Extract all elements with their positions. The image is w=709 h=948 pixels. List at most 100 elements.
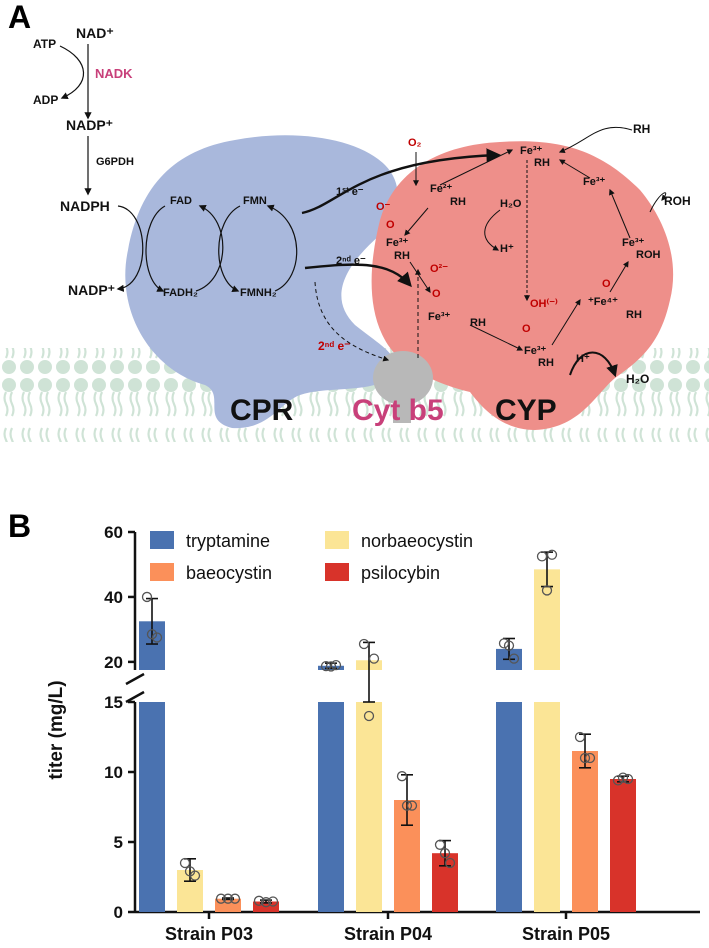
second-electron-arrow <box>304 263 412 288</box>
rh-mid: RH <box>470 317 486 329</box>
axis-break-mark-lower <box>125 690 145 704</box>
x-category-label: Strain P05 <box>522 924 610 944</box>
rh-bottom: RH <box>538 357 554 369</box>
data-point <box>325 661 337 672</box>
fmnh2-label: FMNH₂ <box>240 287 277 299</box>
h2o-out: H₂O <box>626 372 649 386</box>
fe3-top: Fe³⁺ <box>520 145 543 157</box>
rh-in: RH <box>633 122 650 136</box>
cytb5-stalk <box>393 395 411 423</box>
fe2-label: Fe²⁺ <box>430 183 453 195</box>
data-point <box>320 660 332 672</box>
g6pdh-label: G6PDH <box>96 156 134 168</box>
data-point <box>146 629 158 640</box>
y-tick-label: 0 <box>114 903 123 922</box>
rh-top: RH <box>534 157 550 169</box>
data-point <box>584 752 596 764</box>
data-point <box>439 848 451 859</box>
y-tick-label: 60 <box>104 523 123 542</box>
nadk-label: NADK <box>95 66 133 81</box>
legend-swatch <box>150 563 174 581</box>
data-point <box>444 857 456 869</box>
data-point <box>151 632 163 643</box>
data-point <box>396 771 408 782</box>
data-point <box>579 752 591 764</box>
h2o-in: H₂O <box>500 198 522 210</box>
y-tick-label: 10 <box>104 763 123 782</box>
h-plus-2: H⁺ <box>576 353 590 365</box>
o-minus-label: O⁻ <box>376 201 391 213</box>
fadh2-label: FADH₂ <box>163 287 198 299</box>
data-point <box>622 773 634 785</box>
fmn-label: FMN <box>243 195 267 207</box>
data-point <box>617 772 629 783</box>
o-ferryl-label: O <box>602 278 611 290</box>
data-point <box>574 731 586 743</box>
data-point <box>179 857 191 869</box>
data-point <box>215 893 227 904</box>
o-minus-o-label: O <box>386 219 395 231</box>
fe3-left: Fe³⁺ <box>386 237 409 249</box>
adp-label: ADP <box>33 93 58 107</box>
fmn-return <box>266 204 298 292</box>
fmn-loop <box>218 205 241 293</box>
roh-out: ROH <box>664 194 691 208</box>
nadp-plus-label: NADP⁺ <box>66 117 113 133</box>
y-axis-label: titer (mg/L) <box>46 680 67 779</box>
data-point <box>358 638 370 650</box>
cpr-shape <box>125 135 398 429</box>
legend-swatch <box>150 531 174 549</box>
data-point <box>434 839 446 850</box>
nad-plus-label: NAD⁺ <box>76 25 114 41</box>
nadph-loop <box>116 205 144 292</box>
data-point <box>229 893 241 904</box>
x-category-label: Strain P03 <box>165 924 253 944</box>
atp-label: ATP <box>33 37 56 51</box>
data-point <box>406 800 418 811</box>
legend-label: baeocystin <box>186 563 272 583</box>
data-point <box>508 653 520 664</box>
cycle-arrows <box>404 126 668 378</box>
data-point <box>541 585 553 596</box>
bar <box>496 702 522 912</box>
o-peroxo-label: O <box>432 288 441 300</box>
bar <box>215 898 241 912</box>
data-point <box>536 551 548 562</box>
h-plus-1: H⁺ <box>500 243 514 255</box>
y-tick-label: 15 <box>104 693 123 712</box>
data-point <box>503 640 515 651</box>
bar <box>534 702 560 912</box>
rh-fe2: RH <box>450 196 466 208</box>
bar <box>572 751 598 912</box>
legend-label: norbaeocystin <box>361 531 473 551</box>
cyp-shape <box>371 141 674 431</box>
bar <box>610 779 636 912</box>
first-electron-arrow <box>301 148 501 215</box>
fe3-right: Fe³⁺ <box>583 176 606 188</box>
panel-a-label: A <box>8 0 31 35</box>
second-electron-label: 2ⁿᵈ e⁻ <box>336 255 366 267</box>
data-point <box>363 710 375 722</box>
fad-loop <box>145 205 166 292</box>
first-electron-label: 1ˢᵗ e⁻ <box>336 186 364 198</box>
legend-label: psilocybin <box>361 563 440 583</box>
fe4-label: ⁺Fe⁴⁺ <box>588 296 618 308</box>
nadph-label: NADPH <box>60 198 110 214</box>
bar <box>318 702 344 912</box>
cytb5-electron-arrow <box>314 281 390 362</box>
data-point <box>184 866 196 877</box>
data-point <box>612 775 624 786</box>
rh-fe4: RH <box>626 309 642 321</box>
data-point <box>141 591 153 603</box>
atp-arrow <box>59 45 85 100</box>
second-electron-red-label: 2ⁿᵈ e⁻ <box>318 339 350 353</box>
cyp-label: CYP <box>495 394 557 427</box>
axis-break-mark-upper <box>125 672 145 686</box>
data-point <box>222 893 234 904</box>
x-category-label: Strain P04 <box>344 924 432 944</box>
legend-swatch <box>325 563 349 581</box>
fad-label: FAD <box>170 195 192 207</box>
